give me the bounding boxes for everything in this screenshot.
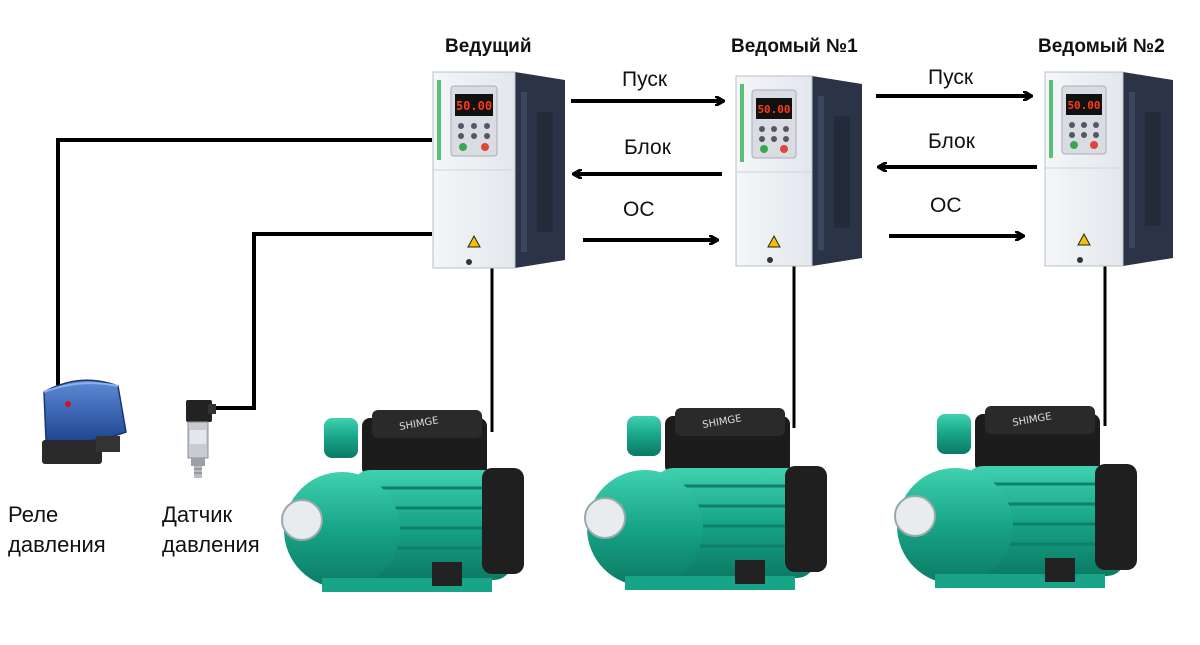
block-label-1: Блок [624,136,671,159]
slave1-drive-display: 50.00 [757,103,790,116]
pump-2: SHIMGE [584,408,827,590]
master-drive-display: 50.00 [456,99,492,113]
feedback-label-2: ОС [930,194,962,217]
pressure-sensor [186,400,216,478]
master-drive-title: Ведущий [445,36,532,57]
sensor-label-line2: давления [162,532,260,557]
slave2-drive-display: 50.00 [1067,99,1100,112]
relay-wire [56,138,432,385]
block-label-2: Блок [928,130,975,153]
start-label-1: Пуск [622,68,668,91]
relay-label-line1: Реле [8,502,59,527]
relay-label-line2: давления [8,532,106,557]
sensor-label: Датчик давления [162,500,260,560]
sensor-label-line1: Датчик [162,502,233,527]
slave2-drive-title: Ведомый №2 [1038,36,1165,57]
feedback-label-1: ОС [623,198,655,221]
pump-3: SHIMGE [894,406,1137,588]
sensor-wire [212,232,432,410]
start-label-2: Пуск [928,66,974,89]
master-drive: 50.00 [432,71,565,269]
pump-1: SHIMGE [281,410,524,592]
slave2-drive: 50.00 [1044,71,1173,267]
slave1-drive: 50.00 [735,75,862,267]
slave1-drive-title: Ведомый №1 [731,36,858,57]
pressure-relay [42,379,127,464]
relay-label: Реле давления [8,500,106,560]
